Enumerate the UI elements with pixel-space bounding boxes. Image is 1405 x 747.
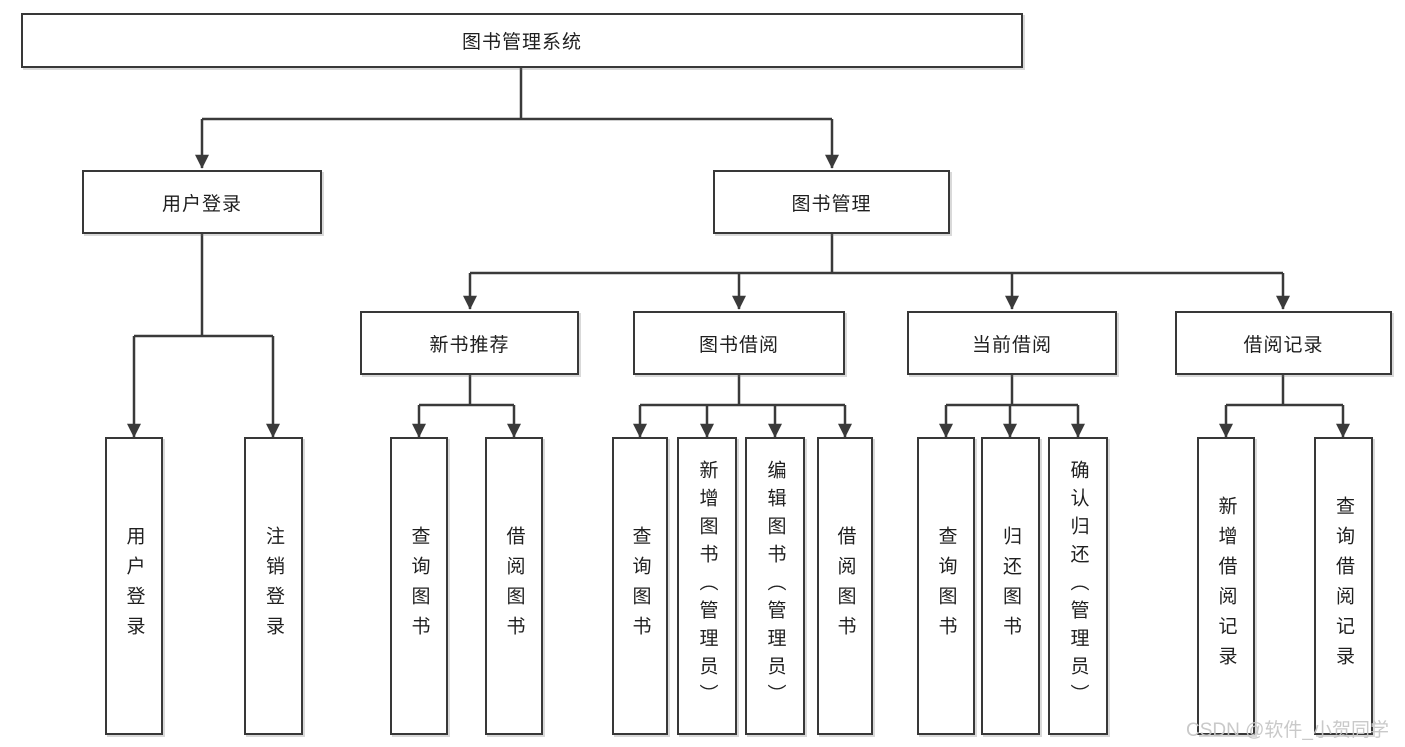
node-book-borrowing: 图书借阅 [633,311,845,375]
node-current-borrowing: 当前借阅 [907,311,1117,375]
leaf-logout: 注销登录 [244,437,303,735]
new-book-recommendation-subtree-connector [412,375,521,438]
node-label: 用户登录 [123,526,145,646]
node-label: 图书管理系统 [461,32,582,53]
leaf-query-books-recommend: 查询图书 [390,437,448,735]
leaf-user-login: 用户登录 [105,437,163,735]
user-login-subtree-connector [127,234,280,438]
node-label: 借阅图书 [503,526,525,646]
leaf-borrow-books-borrowing: 借阅图书 [817,437,873,735]
csdn-watermark: CSDN @软件_小贺同学 [1186,720,1389,741]
book-borrowing-subtree-connector [633,375,852,438]
node-label: 新增图书（管理员） [696,460,718,712]
node-label: 新增借阅记录 [1215,496,1237,676]
node-label: 查询图书 [629,526,651,646]
node-label: 图书借阅 [698,334,779,356]
leaf-return-books: 归还图书 [981,437,1040,735]
node-label: 查询图书 [935,526,957,646]
borrowing-records-subtree-connector [1219,375,1350,438]
leaf-add-book-admin: 新增图书（管理员） [677,437,737,735]
leaf-confirm-return-admin: 确认归还（管理员） [1048,437,1108,735]
node-label: 用户登录 [161,193,242,215]
leaf-query-borrow-record: 查询借阅记录 [1314,437,1373,735]
node-label: 借阅记录 [1243,334,1324,356]
node-label: 借阅图书 [834,526,856,646]
node-book-management: 图书管理 [713,170,950,234]
node-label: 确认归还（管理员） [1067,460,1089,712]
node-label: 查询借阅记录 [1333,496,1354,676]
node-root: 图书管理系统 [21,13,1023,68]
book-management-to-level3-connector [463,234,1290,310]
node-label: 查询图书 [408,526,430,646]
node-user-login: 用户登录 [82,170,322,234]
root-to-level2-connector [195,68,839,169]
node-label: 注销登录 [263,526,284,646]
node-label: 当前借阅 [971,334,1052,356]
node-label: 新书推荐 [429,334,510,356]
current-borrowing-subtree-connector [939,375,1085,438]
leaf-add-borrow-record: 新增借阅记录 [1197,437,1255,735]
node-label: 归还图书 [1000,526,1021,646]
leaf-edit-book-admin: 编辑图书（管理员） [745,437,805,735]
node-new-book-recommendation: 新书推荐 [360,311,579,375]
node-borrowing-records: 借阅记录 [1175,311,1392,375]
leaf-query-books-borrowing: 查询图书 [612,437,668,735]
node-label: 图书管理 [791,193,872,215]
leaf-borrow-books-recommend: 借阅图书 [485,437,543,735]
leaf-query-books-current: 查询图书 [917,437,975,735]
node-label: 编辑图书（管理员） [764,460,786,712]
